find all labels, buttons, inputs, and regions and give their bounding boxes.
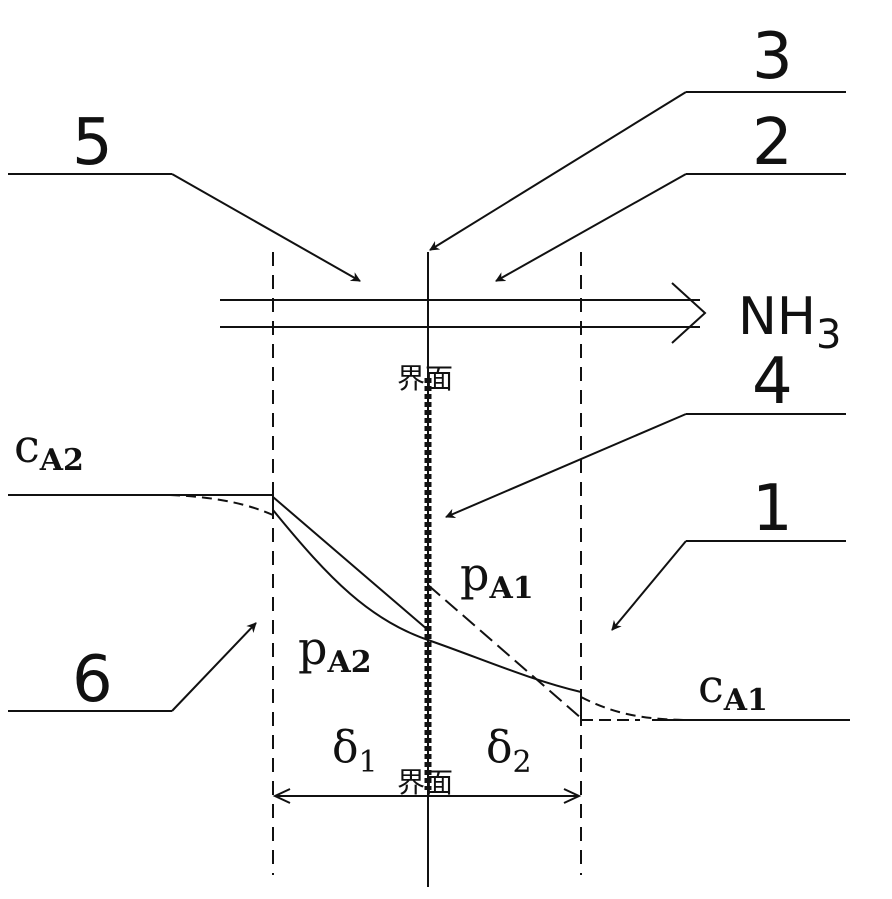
gas-label-sub: 3 <box>816 312 841 358</box>
callout-1 <box>611 540 846 631</box>
label-p-a2: pA2 <box>298 621 372 680</box>
label-p-a1-base: p <box>460 547 489 601</box>
callout-label-1: 1 <box>752 472 793 546</box>
interface-label-bottom: 界面 <box>397 766 453 799</box>
nh3-flow-arrow <box>220 282 707 344</box>
label-p-a1: pA1 <box>460 547 534 606</box>
callout-label-5: 5 <box>72 106 113 180</box>
label-p-a2-base: p <box>298 621 327 675</box>
label-c-a2: cA2 <box>14 419 84 478</box>
label-delta-1-sub: 1 <box>359 745 378 780</box>
callout-label-4: 4 <box>752 345 793 419</box>
label-delta-2-sub: 2 <box>513 745 532 780</box>
label-c-a2-sub: A2 <box>39 443 84 478</box>
callout-4 <box>445 413 846 519</box>
profile-linear-right-dash <box>427 584 582 719</box>
callout-6 <box>8 622 257 712</box>
interface-label-top: 界面 <box>397 362 453 395</box>
label-delta-1-base: δ <box>332 722 359 773</box>
profile-curve-dashed-left <box>169 494 274 516</box>
callout-3 <box>429 91 846 251</box>
callout-5 <box>8 173 361 282</box>
profile-linear-left <box>272 496 429 631</box>
label-c-a1: cA1 <box>698 659 768 718</box>
profile-curve-dashed-right <box>580 696 691 721</box>
film-thickness-dimension <box>272 788 582 804</box>
label-c-a1-base: c <box>698 659 724 713</box>
gas-label-base: NH <box>738 287 816 347</box>
label-delta-1: δ1 <box>332 722 378 780</box>
profile-curve-solid <box>272 509 582 693</box>
callout-label-2: 2 <box>752 106 793 180</box>
callout-2 <box>495 173 846 282</box>
callout-label-6: 6 <box>72 643 113 717</box>
label-p-a1-sub: A1 <box>488 571 533 606</box>
label-c-a2-base: c <box>14 419 40 473</box>
label-delta-2-base: δ <box>486 722 513 773</box>
label-delta-2: δ2 <box>486 722 532 780</box>
callout-label-3: 3 <box>752 20 793 94</box>
label-c-a1-sub: A1 <box>723 683 768 718</box>
gas-label: NH3 <box>738 287 841 358</box>
label-p-a2-sub: A2 <box>326 645 371 680</box>
